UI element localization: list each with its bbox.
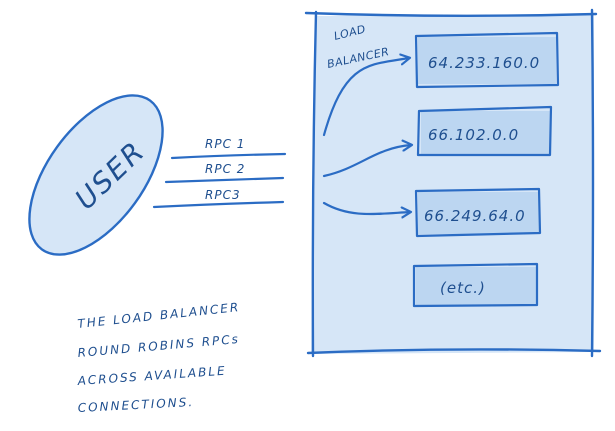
connection-ip-3: 66.249.64.0 xyxy=(424,207,526,225)
load-balancer-box-left-edge xyxy=(311,10,318,358)
note-line-2: ROUND ROBINS RPCs xyxy=(77,332,240,360)
load-balancer-box-right-edge xyxy=(590,8,595,358)
rpc-label-2: RPC 2 xyxy=(205,162,245,176)
connection-box-3: 66.249.64.0 xyxy=(414,187,542,238)
rpc-label-3: RPC3 xyxy=(205,188,241,202)
connection-etc-label: (etc.) xyxy=(440,279,486,297)
load-balancer-box-bottom-edge xyxy=(306,348,602,355)
rpc-line-1 xyxy=(170,152,287,160)
route-arrow-2 xyxy=(322,145,411,178)
rpc-label-1: RPC 1 xyxy=(205,137,245,151)
note-line-4: CONNECTIONS. xyxy=(77,395,194,415)
connection-ip-2: 66.102.0.0 xyxy=(428,126,519,144)
load-balancer-box-top-edge xyxy=(304,11,598,17)
user-node: USER xyxy=(28,94,164,256)
connection-ip-1: 64.233.160.0 xyxy=(428,54,540,72)
rpc-line-2 xyxy=(164,176,285,184)
rpc-line-3 xyxy=(152,200,285,209)
route-arrow-3 xyxy=(322,201,410,214)
route-arrow-1 xyxy=(322,58,409,137)
connection-box-etc: (etc.) xyxy=(412,262,539,308)
connection-box-1: 64.233.160.0 xyxy=(414,31,560,89)
connection-box-2: 66.102.0.0 xyxy=(416,105,553,157)
note-line-3: ACROSS AVAILABLE xyxy=(76,364,227,388)
note-line-1: THE LOAD BALANCER xyxy=(77,300,241,331)
